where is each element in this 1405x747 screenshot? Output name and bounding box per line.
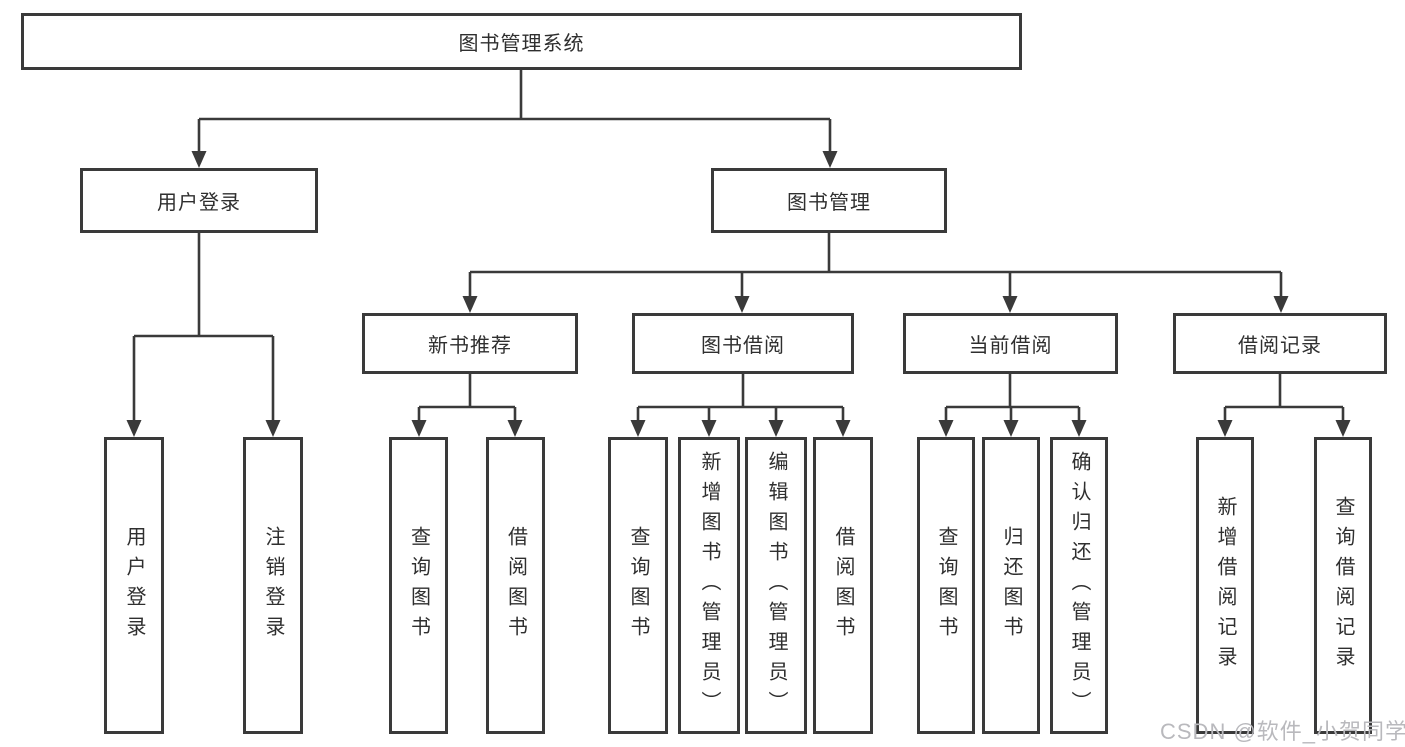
node-leaf-add-books-admin: 新增图书（管理员） [678,437,740,734]
leaf-label: 查询图书 [407,525,430,646]
node-leaf-edit-books-admin: 编辑图书（管理员） [745,437,807,734]
arrowheads [126,151,1351,437]
node-current-borrowing: 当前借阅 [903,313,1118,374]
node-book-borrowing: 图书借阅 [632,313,854,374]
leaf-label: 编辑图书（管理员） [765,450,787,721]
node-leaf-query-books-current: 查询图书 [917,437,975,734]
node-leaf-query-books-recommend: 查询图书 [389,437,448,734]
leaf-label: 归还图书 [1000,525,1022,646]
leaf-label: 查询借阅记录 [1332,495,1354,676]
node-leaf-return-books: 归还图书 [982,437,1040,734]
leaf-label: 借阅图书 [504,525,527,646]
node-leaf-borrow-books: 借阅图书 [813,437,873,734]
leaf-label: 查询图书 [627,525,649,646]
leaf-label: 查询图书 [935,525,957,646]
leaf-label: 新增借阅记录 [1214,495,1236,676]
node-leaf-borrow-books-recommend: 借阅图书 [486,437,545,734]
node-new-book-recommend: 新书推荐 [362,313,578,374]
node-leaf-confirm-return-admin: 确认归还（管理员） [1050,437,1108,734]
node-leaf-user-login: 用户登录 [104,437,164,734]
node-library-management-system: 图书管理系统 [21,13,1022,70]
node-leaf-query-borrow-record: 查询借阅记录 [1314,437,1372,734]
leaf-label: 用户登录 [123,525,145,646]
leaf-label: 新增图书（管理员） [698,450,720,721]
csdn-watermark: CSDN @软件_小贺同学 [1160,719,1405,744]
node-borrowing-records: 借阅记录 [1173,313,1387,374]
leaf-label: 注销登录 [262,525,284,646]
node-leaf-query-books-borrowing: 查询图书 [608,437,668,734]
node-leaf-add-borrow-record: 新增借阅记录 [1196,437,1254,734]
node-user-login: 用户登录 [80,168,318,233]
leaf-label: 借阅图书 [832,525,854,646]
node-book-management: 图书管理 [711,168,947,233]
node-leaf-logout: 注销登录 [243,437,303,734]
leaf-label: 确认归还（管理员） [1068,450,1090,721]
